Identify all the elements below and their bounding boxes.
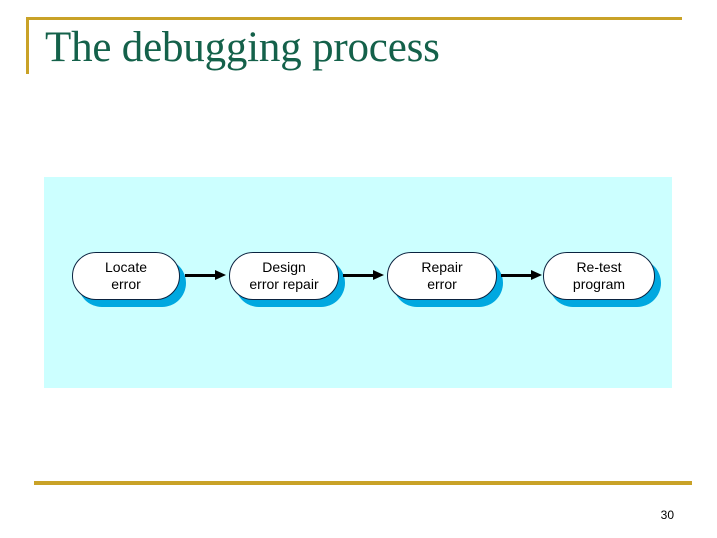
arrow-line <box>501 274 532 277</box>
footer-rule <box>34 481 692 485</box>
node-label-line2: program <box>572 276 626 292</box>
arrow-head-icon <box>373 270 384 280</box>
header-rule-horizontal <box>26 17 682 20</box>
arrow-head-icon <box>215 270 226 280</box>
node-body: Locate error <box>72 252 180 300</box>
diagram-panel: Locate error Design error repair <box>44 177 672 388</box>
flow-arrow-2 <box>343 270 385 280</box>
node-body: Repair error <box>387 252 497 300</box>
node-label-line1: Design <box>262 259 306 275</box>
node-body: Re-test program <box>543 252 655 300</box>
flow-node-design-error-repair[interactable]: Design error repair <box>229 252 345 307</box>
flow-node-repair-error[interactable]: Repair error <box>387 252 503 307</box>
node-label-line2: error <box>427 276 457 292</box>
flow-node-locate-error[interactable]: Locate error <box>72 252 186 307</box>
arrow-line <box>185 274 216 277</box>
debugging-process-flowchart: Locate error Design error repair <box>44 177 672 388</box>
arrow-head-icon <box>531 270 542 280</box>
node-label-line2: error <box>111 276 141 292</box>
flow-arrow-3 <box>501 270 543 280</box>
page-number: 30 <box>660 508 674 522</box>
arrow-line <box>343 274 374 277</box>
node-label-line2: error repair <box>249 276 319 292</box>
flow-arrow-1 <box>185 270 227 280</box>
flow-node-re-test-program[interactable]: Re-test program <box>543 252 661 307</box>
node-label-line1: Repair <box>421 259 463 275</box>
node-body: Design error repair <box>229 252 339 300</box>
page-title: The debugging process <box>45 24 440 71</box>
node-label-line1: Locate <box>104 259 148 275</box>
header-rule-vertical <box>26 17 29 74</box>
node-label-line1: Re-test <box>576 259 622 275</box>
